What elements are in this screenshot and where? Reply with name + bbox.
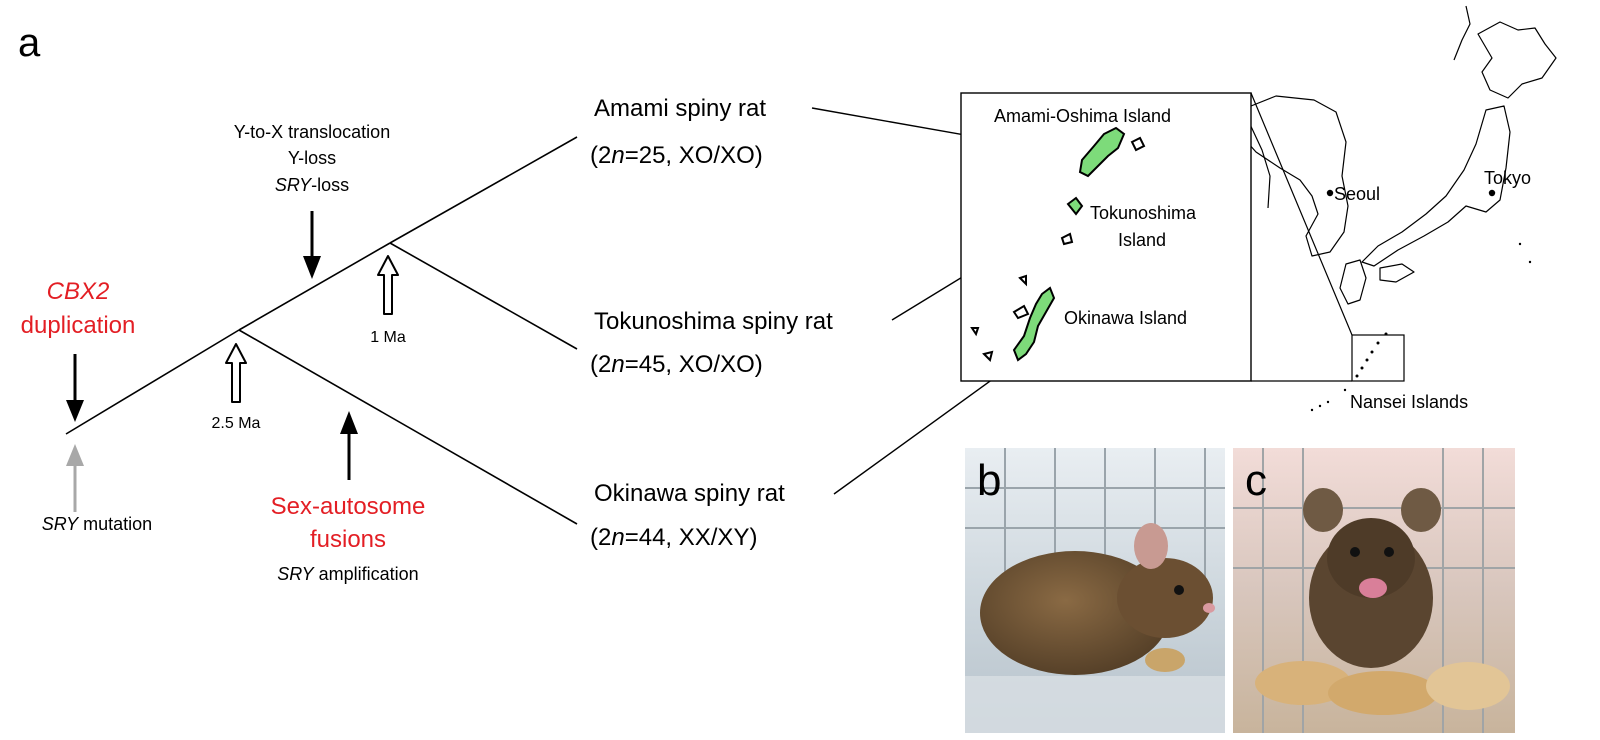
tokunoshima-island-shape (1066, 196, 1084, 216)
sry-loss-label: SRY-loss (275, 175, 349, 195)
seoul-marker (1326, 189, 1334, 197)
panel-label-c: c (1245, 456, 1267, 505)
tokyo-label: Tokyo (1484, 168, 1531, 188)
date-label-2-5-ma: 2.5 Ma (212, 415, 261, 432)
sex-autosome-label: Sex-autosome (271, 493, 426, 520)
amami-oshima-island-shape (1078, 126, 1126, 178)
hokkaido-outline (1477, 21, 1557, 99)
species-name-okinawa: Okinawa spiny rat (594, 480, 785, 507)
sry-mutation-label: SRY mutation (42, 514, 152, 534)
tokyo-marker (1488, 189, 1496, 197)
honshu-outline (1361, 105, 1511, 267)
branch-amami (389, 136, 578, 244)
locator-box (1351, 334, 1405, 382)
spiny-rat-photo-side-view (965, 448, 1225, 733)
seoul-label: Seoul (1334, 184, 1380, 204)
species-karyotype-tokunoshima: (2n=45, XO/XO) (590, 351, 763, 378)
okinawa-island-shape (1012, 286, 1056, 362)
arrow-y-to-x-translocation (303, 211, 321, 279)
hollow-arrow-2-5-ma (225, 343, 247, 403)
cbx2-gene-label: CBX2 (47, 278, 110, 305)
tokunoshima-label-line1: Tokunoshima (1090, 203, 1197, 223)
species-name-amami: Amami spiny rat (594, 95, 766, 122)
branch-inner (238, 242, 391, 331)
cbx2-duplication-label: duplication (21, 312, 136, 339)
zoom-line-top (1250, 92, 1353, 336)
species-karyotype-okinawa: (2n=44, XX/XY) (590, 524, 757, 551)
phylogenetic-tree (65, 136, 578, 525)
date-label-1-ma: 1 Ma (370, 329, 406, 346)
hollow-arrow-1-ma (377, 255, 399, 315)
branch-tokunoshima (389, 242, 578, 350)
kyushu-outline (1339, 259, 1367, 305)
tokunoshima-label-line2: Island (1118, 230, 1166, 250)
photo-panel-b: b (965, 448, 1225, 733)
amami-oshima-label: Amami-Oshima Island (994, 106, 1171, 126)
panel-label-b: b (977, 456, 1002, 505)
japan-korea-map (1235, 5, 1557, 305)
okinawa-outlier-islets (970, 274, 1030, 362)
sry-amplification-label: SRY amplification (277, 564, 418, 584)
branch-okinawa (238, 329, 578, 525)
arrow-sex-autosome-fusions (340, 411, 358, 480)
panel-label-a: a (18, 21, 41, 65)
okinawa-island-label: Okinawa Island (1064, 308, 1187, 328)
tree-stem (65, 329, 240, 435)
sakhalin-outline (1453, 5, 1471, 61)
ryukyu-dots (1310, 242, 1532, 412)
fusions-label: fusions (310, 526, 386, 553)
arrow-cbx2-duplication (66, 354, 84, 422)
kikai-island-shape (1130, 136, 1146, 152)
china-coast-outline (1247, 119, 1271, 209)
species-karyotype-amami: (2n=25, XO/XO) (590, 142, 763, 169)
korea-outline (1235, 95, 1349, 257)
arrow-sry-mutation (66, 444, 84, 512)
y-loss-label: Y-loss (288, 148, 336, 168)
species-name-tokunoshima: Tokunoshima spiny rat (594, 308, 833, 335)
nansei-islands-label: Nansei Islands (1350, 392, 1468, 412)
photo-panel-c: c (1233, 448, 1515, 733)
y-to-x-translocation-label: Y-to-X translocation (234, 122, 390, 142)
shikoku-outline (1379, 263, 1415, 283)
spiny-rat-photo-front-view (1233, 448, 1515, 733)
small-island-shape (1060, 232, 1074, 246)
